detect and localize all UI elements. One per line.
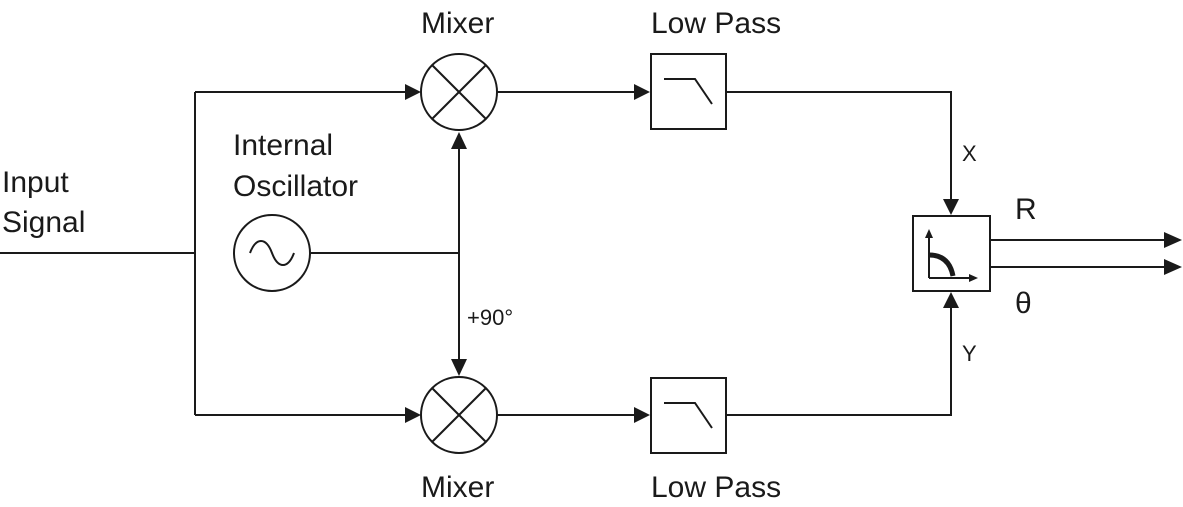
oscillator-label: Oscillator (233, 170, 358, 203)
arrow-into-converter-y (943, 292, 959, 308)
arrow-into-lowpass-bottom (634, 407, 650, 423)
r-output-label: R (1015, 193, 1037, 226)
arrow-r-output (1164, 232, 1182, 248)
input-signal-label: Signal (2, 206, 85, 239)
arrow-into-converter-x (943, 199, 959, 215)
multiply-stroke (431, 387, 487, 443)
mixer-bottom (420, 376, 498, 454)
arrow-into-lowpass-top (634, 84, 650, 100)
internal-oscillator (233, 214, 311, 292)
polar-converter (912, 215, 991, 292)
x-signal-wire (726, 91, 952, 200)
signal-wires (0, 91, 1165, 416)
text-labels: Input Signal Internal Oscillator Mixer M… (2, 7, 1037, 504)
sine-wave-icon (249, 240, 295, 266)
oscillator-label: Internal (233, 129, 333, 162)
mixer-top (420, 53, 498, 131)
lowpass-filter-top (650, 53, 727, 130)
lowpass-filter-icon (664, 78, 713, 105)
mixer-bottom-label: Mixer (421, 471, 494, 504)
input-signal-label: Input (2, 166, 69, 199)
lowpass-box (650, 377, 727, 454)
x-signal-label: X (962, 141, 977, 166)
multiply-stroke (431, 64, 487, 120)
arrow-reference-down (451, 359, 467, 376)
arrow-into-mixer-bottom (405, 407, 421, 423)
mixer-top-label: Mixer (421, 7, 494, 40)
phase-shift-label: +90° (467, 305, 513, 330)
lowpass-bottom-label: Low Pass (651, 471, 781, 504)
lowpass-top-label: Low Pass (651, 7, 781, 40)
arrow-into-mixer-top (405, 84, 421, 100)
arrow-reference-up (451, 132, 467, 149)
y-signal-label: Y (962, 341, 977, 366)
arrow-theta-output (1164, 259, 1182, 275)
lowpass-box (650, 53, 727, 130)
polar-coordinates-icon (925, 229, 978, 282)
y-signal-wire (726, 306, 952, 416)
converter-box (912, 215, 991, 292)
lowpass-filter-icon (664, 402, 713, 429)
arrowheads (405, 84, 1182, 423)
theta-output-label: θ (1015, 287, 1032, 320)
lowpass-filter-bottom (650, 377, 727, 454)
